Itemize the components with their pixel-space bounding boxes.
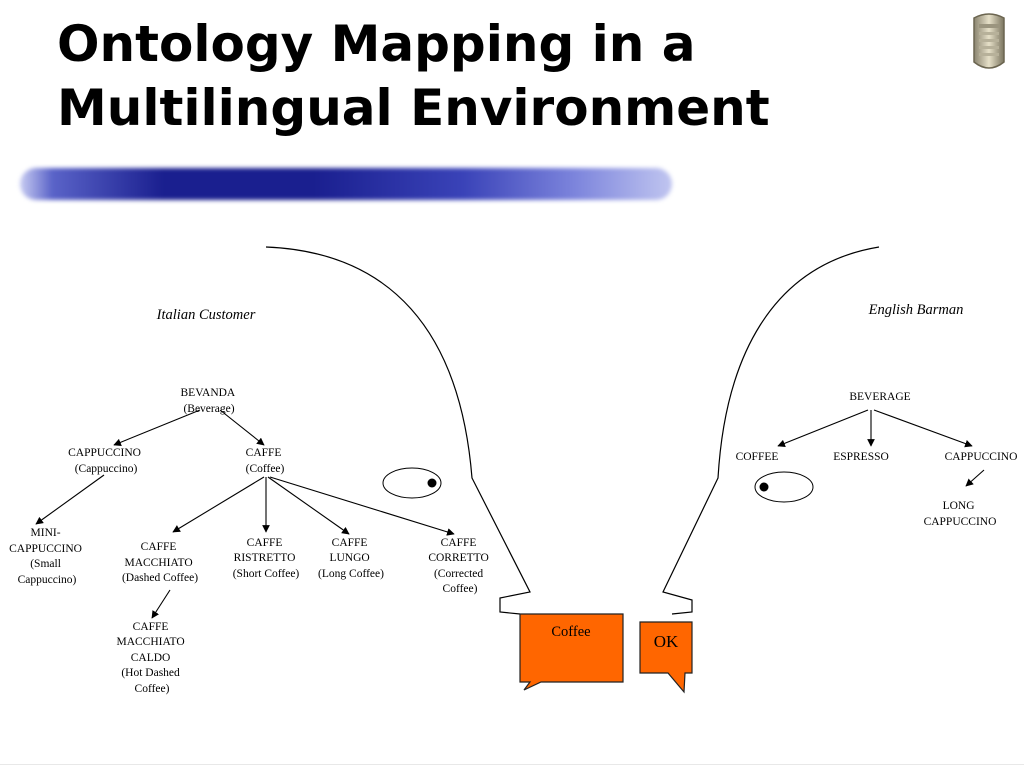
node-mini-cappuccino-line2: CAPPUCCINO (9, 543, 82, 555)
node-espresso: ESPRESSO (833, 451, 889, 463)
node-long-cappuccino-line2: CAPPUCCINO (924, 516, 997, 528)
building-crest-icon (973, 13, 1005, 69)
node-caffe-lungo-line2: LUNGO (329, 552, 369, 564)
ok-speech-text: OK (654, 632, 679, 651)
coffee-speech-text: Coffee (551, 624, 590, 640)
node-bevanda-line1: BEVANDA (181, 387, 236, 399)
node-coffee: COFFEE (736, 451, 779, 463)
node-cappuccino-it-line1: CAPPUCCINO (68, 447, 141, 459)
node-long-cappuccino: LONG CAPPUCCINO (924, 500, 997, 528)
node-caffe-macchiato-caldo-line3: CALDO (131, 652, 171, 664)
english-tree-edges (777, 409, 985, 487)
node-caffe-ristretto-line3: (Short Coffee) (233, 568, 300, 580)
node-caffe: CAFFE (Coffee) (246, 447, 285, 475)
node-caffe-macchiato-caldo: CAFFE MACCHIATO CALDO (Hot Dashed Coffee… (116, 621, 187, 695)
node-mini-cappuccino-line3: (Small (30, 558, 61, 570)
title-line-1: Ontology Mapping in a (57, 15, 696, 73)
node-bevanda: BEVANDA (Beverage) (181, 387, 238, 415)
node-caffe-macchiato-line1: CAFFE (141, 541, 177, 553)
italian-pupil (427, 478, 437, 488)
node-cappuccino-it: CAPPUCCINO (Cappuccino) (68, 447, 144, 475)
decorative-gradient-bar (20, 168, 672, 200)
node-beverage: BEVERAGE (849, 391, 910, 403)
node-caffe-macchiato-caldo-line4: (Hot Dashed (121, 667, 180, 679)
node-mini-cappuccino-line4: Cappuccino) (18, 574, 77, 586)
node-caffe-macchiato-caldo-line5: Coffee) (135, 683, 170, 695)
slide-title: Ontology Mapping in a Multilingual Envir… (57, 12, 770, 140)
node-cappuccino-it-line2: (Cappuccino) (75, 463, 138, 475)
node-caffe-ristretto-line1: CAFFE (247, 537, 283, 549)
english-head-profile (662, 246, 880, 615)
node-mini-cappuccino: MINI- CAPPUCCINO (Small Cappuccino) (9, 527, 85, 586)
italian-eye (382, 467, 442, 499)
english-pupil (759, 482, 769, 492)
italian-head-profile (265, 246, 531, 615)
english-eye (754, 471, 814, 503)
english-barman-caption: English Barman (868, 302, 964, 318)
title-line-2: Multilingual Environment (57, 79, 770, 137)
node-mini-cappuccino-line1: MINI- (31, 527, 61, 539)
node-caffe-corretto-line4: Coffee) (443, 583, 478, 595)
node-caffe-macchiato-caldo-line1: CAFFE (133, 621, 169, 633)
node-caffe-corretto-line2: CORRETTO (428, 552, 489, 564)
node-caffe-line2: (Coffee) (246, 463, 285, 475)
node-caffe-ristretto: CAFFE RISTRETTO (Short Coffee) (233, 537, 300, 580)
node-caffe-ristretto-line2: RISTRETTO (234, 552, 296, 564)
node-caffe-lungo: CAFFE LUNGO (Long Coffee) (318, 537, 384, 580)
node-caffe-macchiato-line2: MACCHIATO (124, 557, 192, 569)
node-caffe-corretto-line1: CAFFE (441, 537, 477, 549)
node-long-cappuccino-line1: LONG (943, 500, 975, 512)
node-caffe-lungo-line3: (Long Coffee) (318, 568, 384, 580)
node-caffe-macchiato: CAFFE MACCHIATO (Dashed Coffee) (122, 541, 198, 584)
node-caffe-lungo-line1: CAFFE (332, 537, 368, 549)
node-bevanda-line2: (Beverage) (183, 403, 234, 415)
italian-tree-edges (35, 409, 455, 619)
coffee-speech-bubble: Coffee (519, 613, 624, 691)
ok-speech-bubble: OK (639, 621, 693, 694)
node-caffe-macchiato-caldo-line2: MACCHIATO (116, 636, 184, 648)
node-caffe-corretto: CAFFE CORRETTO (Corrected Coffee) (428, 537, 491, 595)
node-cappuccino-en: CAPPUCCINO (945, 451, 1018, 463)
node-caffe-line1: CAFFE (246, 447, 282, 459)
node-caffe-corretto-line3: (Corrected (434, 568, 483, 580)
node-caffe-macchiato-line3: (Dashed Coffee) (122, 572, 198, 584)
footer-divider (0, 764, 1024, 765)
italian-customer-caption: Italian Customer (156, 307, 256, 323)
